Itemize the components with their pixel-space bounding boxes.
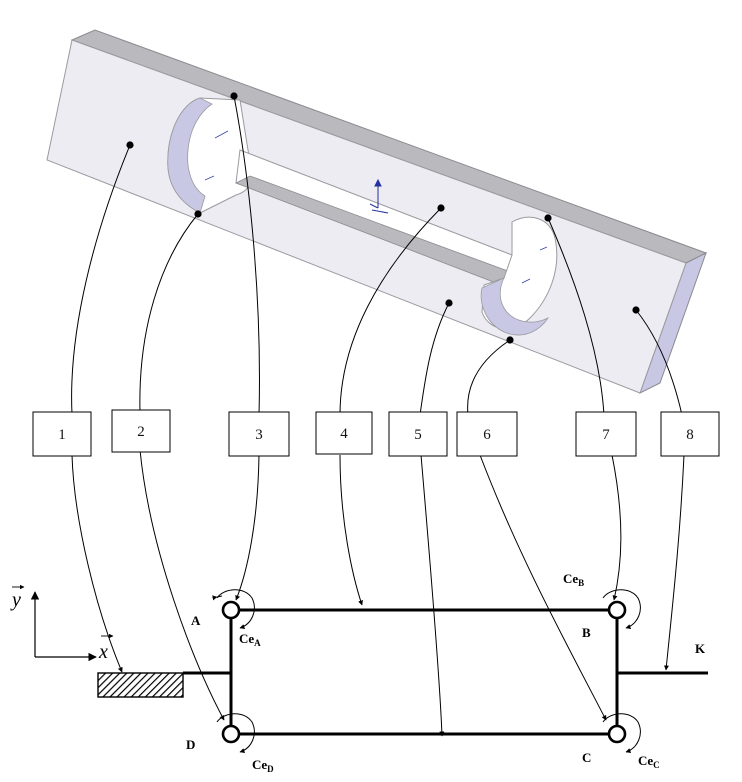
connector-6 <box>467 339 606 720</box>
box-1: 1 <box>32 411 92 457</box>
box-7-label: 7 <box>602 427 610 443</box>
connector-8 <box>635 309 685 670</box>
node-B-label: B <box>582 625 591 640</box>
node-C-label: C <box>582 750 591 765</box>
box-6: 6 <box>456 411 518 457</box>
connector-curves <box>71 95 685 736</box>
node-A-label: A <box>191 613 201 628</box>
connector-2 <box>139 213 224 720</box>
y-axis-label: y <box>10 589 21 611</box>
dot-4 <box>437 204 445 212</box>
spring-arc-C <box>602 713 641 753</box>
hinge-C <box>607 724 627 744</box>
connector-7 <box>547 217 622 600</box>
node-D-label: D <box>186 737 195 752</box>
coordinate-axes: y x <box>10 584 114 663</box>
dot-1 <box>126 141 134 149</box>
box-1-label: 1 <box>58 427 66 443</box>
box-4-label: 4 <box>340 426 348 442</box>
box-8: 8 <box>660 411 720 457</box>
spring-arc-A <box>216 589 255 629</box>
hinge-D <box>221 724 241 744</box>
spring-arc-B <box>602 589 641 629</box>
hinge-A <box>221 600 241 620</box>
box-5-label: 5 <box>414 427 422 443</box>
ground-hatch <box>97 672 184 698</box>
box-7: 7 <box>575 411 637 457</box>
box-5: 5 <box>388 411 448 457</box>
dot-2 <box>194 210 202 218</box>
numbered-boxes: 1 2 3 4 5 6 7 8 <box>32 409 720 457</box>
x-axis-label: x <box>98 641 108 663</box>
flexure-part-3d <box>46 29 708 395</box>
box-2-label: 2 <box>137 424 145 440</box>
right-cavity-wall <box>480 277 550 336</box>
kinematic-schematic: A B C D K CeA CeB CeC CeD <box>97 571 708 774</box>
connector-4 <box>339 207 442 605</box>
box-3: 3 <box>228 411 290 457</box>
dot-6 <box>506 336 514 344</box>
node-K-label: K <box>695 641 706 656</box>
dot-8 <box>632 306 640 314</box>
box-2: 2 <box>111 409 171 453</box>
box-6-label: 6 <box>483 427 491 443</box>
connector-1 <box>71 144 131 672</box>
construction-lines <box>204 130 548 284</box>
moment-B-label: CeB <box>563 571 584 588</box>
box-4: 4 <box>315 411 373 455</box>
hinge-B <box>607 600 627 620</box>
moment-A-label: CeA <box>239 631 261 648</box>
spring-arc-D <box>216 713 255 753</box>
moment-C-label: CeC <box>638 753 660 770</box>
dot-7 <box>544 214 552 222</box>
connector-5 <box>419 302 450 736</box>
moment-D-label: CeD <box>252 757 274 774</box>
box-8-label: 8 <box>686 427 694 443</box>
spring-arc-A-start <box>212 595 223 601</box>
connector-3 <box>234 95 260 600</box>
leader-dots <box>126 92 640 344</box>
dot-3 <box>230 92 238 100</box>
dot-5 <box>445 299 453 307</box>
origin-triad-icon <box>369 178 389 214</box>
spring-arcs <box>212 589 641 753</box>
box-3-label: 3 <box>255 427 263 443</box>
